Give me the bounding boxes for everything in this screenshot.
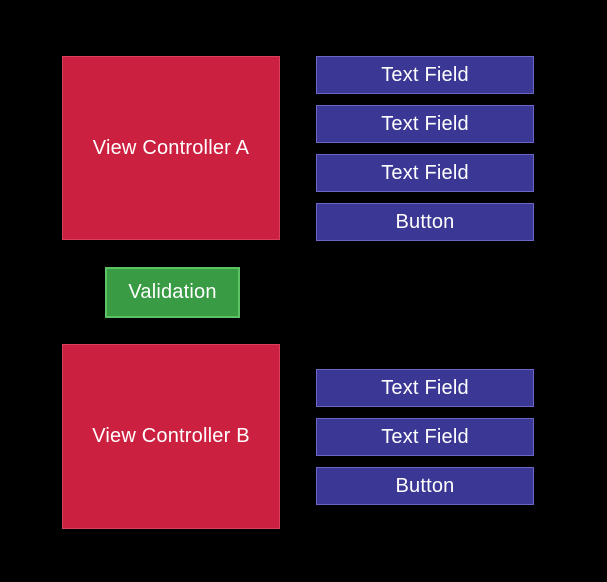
- view-controller-b-block[interactable]: View Controller B: [62, 344, 280, 529]
- text-field-a-2-label: Text Field: [381, 112, 469, 135]
- text-field-a-1[interactable]: Text Field: [316, 56, 534, 94]
- button-a-1[interactable]: Button: [316, 203, 534, 241]
- button-b-1[interactable]: Button: [316, 467, 534, 505]
- text-field-b-1[interactable]: Text Field: [316, 369, 534, 407]
- text-field-b-2-label: Text Field: [381, 425, 469, 448]
- button-a-1-label: Button: [395, 210, 455, 233]
- view-controller-a-block[interactable]: View Controller A: [62, 56, 280, 240]
- text-field-a-3-label: Text Field: [381, 161, 469, 184]
- text-field-a-3[interactable]: Text Field: [316, 154, 534, 192]
- button-b-1-label: Button: [395, 474, 455, 497]
- view-controller-a-label: View Controller A: [92, 136, 250, 159]
- view-controller-b-label: View Controller B: [92, 425, 250, 447]
- text-field-b-1-label: Text Field: [381, 376, 469, 399]
- text-field-a-2[interactable]: Text Field: [316, 105, 534, 143]
- validation-block[interactable]: Validation: [105, 267, 240, 318]
- validation-label: Validation: [128, 281, 217, 303]
- text-field-b-2[interactable]: Text Field: [316, 418, 534, 456]
- text-field-a-1-label: Text Field: [381, 63, 469, 86]
